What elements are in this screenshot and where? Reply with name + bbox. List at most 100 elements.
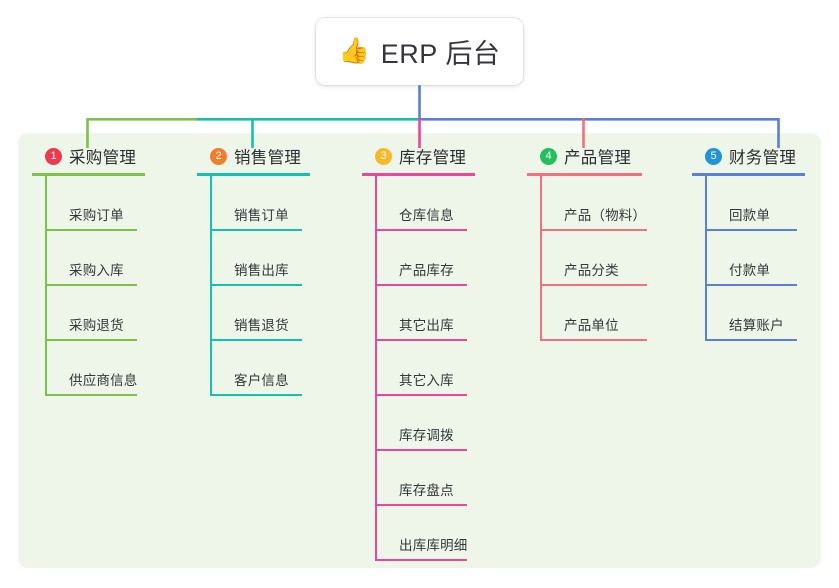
branch-column-1: 1 采购管理采购订单采购入库采购退货供应商信息	[32, 145, 145, 396]
leaf-rule	[210, 394, 302, 396]
thumbs-up-icon: 👍	[338, 37, 370, 65]
leaf-node[interactable]: 其它入库	[375, 341, 475, 396]
branch-rule-4	[527, 173, 642, 176]
leaf-label: 结算账户	[729, 318, 784, 333]
branch-title-4: 产品管理	[564, 149, 632, 167]
leaf-node[interactable]: 付款单	[705, 231, 805, 286]
branch-title-1: 采购管理	[69, 149, 137, 167]
branch-header-1[interactable]: 1 采购管理	[32, 145, 145, 167]
leaf-label: 出库库明细	[399, 538, 468, 553]
leaf-node[interactable]: 产品分类	[540, 231, 647, 286]
leaf-label: 销售订单	[234, 208, 289, 223]
branch-rule-2	[197, 173, 310, 176]
leaf-node[interactable]: 客户信息	[210, 341, 310, 396]
leaf-node[interactable]: 结算账户	[705, 286, 805, 341]
branch-header-5[interactable]: 5 财务管理	[692, 145, 805, 167]
branch-rule-1	[32, 173, 145, 176]
leaf-label: 采购退货	[69, 318, 124, 333]
leaf-label: 付款单	[729, 263, 771, 278]
leaf-label: 其它入库	[399, 373, 454, 388]
leaf-node[interactable]: 产品（物料）	[540, 176, 647, 231]
branch-badge-2: 2	[210, 147, 227, 165]
leaf-rule	[375, 394, 467, 396]
leaf-label: 仓库信息	[399, 208, 454, 223]
leaf-rule	[375, 449, 467, 451]
leaf-label: 其它出库	[399, 318, 454, 333]
branch-column-2: 2 销售管理销售订单销售出库销售退货客户信息	[197, 145, 310, 396]
leaf-label: 产品分类	[564, 263, 619, 278]
branch-header-3[interactable]: 3 库存管理	[362, 145, 475, 167]
leaf-node[interactable]: 产品单位	[540, 286, 647, 341]
leaf-rule	[210, 339, 302, 341]
branch-column-3: 3 库存管理仓库信息产品库存其它出库其它入库库存调拨库存盘点出库库明细	[362, 145, 475, 561]
branch-trunk-5	[705, 176, 707, 341]
branch-trunk-1	[45, 176, 47, 396]
leaf-label: 客户信息	[234, 373, 289, 388]
branch-rule-5	[692, 173, 805, 176]
leaf-rule	[45, 229, 137, 231]
branch-badge-4: 4	[540, 147, 557, 165]
leaf-node[interactable]: 销售出库	[210, 231, 310, 286]
root-node[interactable]: 👍 ERP 后台	[316, 18, 523, 85]
leaf-rule	[375, 284, 467, 286]
leaf-label: 回款单	[729, 208, 771, 223]
leaf-rule	[210, 229, 302, 231]
leaf-label: 库存调拨	[399, 428, 454, 443]
branch-badge-1: 1	[45, 147, 62, 165]
branch-title-2: 销售管理	[234, 149, 302, 167]
branch-title-3: 库存管理	[399, 149, 467, 167]
leaf-rule	[210, 284, 302, 286]
branch-header-2[interactable]: 2 销售管理	[197, 145, 310, 167]
leaf-rule	[540, 339, 647, 341]
leaf-rule	[705, 284, 797, 286]
branch-header-4[interactable]: 4 产品管理	[527, 145, 646, 167]
branch-column-5: 5 财务管理回款单付款单结算账户	[692, 145, 805, 341]
leaf-rule	[375, 229, 467, 231]
leaf-list-3: 仓库信息产品库存其它出库其它入库库存调拨库存盘点出库库明细	[375, 176, 475, 561]
leaf-node[interactable]: 仓库信息	[375, 176, 475, 231]
leaf-node[interactable]: 回款单	[705, 176, 805, 231]
leaf-node[interactable]: 库存调拨	[375, 396, 475, 451]
leaf-label: 库存盘点	[399, 483, 454, 498]
leaf-node[interactable]: 采购订单	[45, 176, 145, 231]
leaf-rule	[705, 339, 797, 341]
leaf-label: 采购入库	[69, 263, 124, 278]
leaf-node[interactable]: 销售退货	[210, 286, 310, 341]
leaf-label: 采购订单	[69, 208, 124, 223]
leaf-rule	[45, 339, 137, 341]
leaf-node[interactable]: 产品库存	[375, 231, 475, 286]
branch-trunk-2	[210, 176, 212, 396]
branch-title-5: 财务管理	[729, 149, 797, 167]
leaf-label: 产品单位	[564, 318, 619, 333]
leaf-node[interactable]: 出库库明细	[375, 506, 475, 561]
leaf-rule	[45, 284, 137, 286]
root-title: ERP 后台	[380, 39, 501, 69]
branch-column-4: 4 产品管理产品（物料） 产品分类产品单位	[527, 145, 647, 341]
leaf-label: 产品（物料）	[564, 208, 647, 223]
leaf-rule	[540, 229, 647, 231]
leaf-rule	[705, 229, 797, 231]
leaf-rule	[375, 559, 467, 561]
root-node-content: 👍 ERP 后台	[339, 32, 501, 71]
leaf-rule	[375, 339, 467, 341]
leaf-list-1: 采购订单采购入库采购退货供应商信息	[45, 176, 145, 396]
branch-rule-3	[362, 173, 475, 176]
leaf-node[interactable]: 供应商信息	[45, 341, 145, 396]
leaf-label: 销售退货	[234, 318, 289, 333]
leaf-node[interactable]: 库存盘点	[375, 451, 475, 506]
leaf-list-5: 回款单付款单结算账户	[705, 176, 805, 341]
diagram-panel	[18, 133, 821, 568]
leaf-node[interactable]: 其它出库	[375, 286, 475, 341]
leaf-label: 销售出库	[234, 263, 289, 278]
leaf-node[interactable]: 销售订单	[210, 176, 310, 231]
branch-badge-5: 5	[705, 147, 722, 165]
leaf-rule	[45, 394, 137, 396]
branch-badge-3: 3	[375, 147, 392, 165]
leaf-list-4: 产品（物料） 产品分类产品单位	[540, 176, 647, 341]
leaf-label: 供应商信息	[69, 373, 138, 388]
leaf-node[interactable]: 采购退货	[45, 286, 145, 341]
leaf-node[interactable]: 采购入库	[45, 231, 145, 286]
leaf-label: 产品库存	[399, 263, 454, 278]
leaf-rule	[540, 284, 647, 286]
